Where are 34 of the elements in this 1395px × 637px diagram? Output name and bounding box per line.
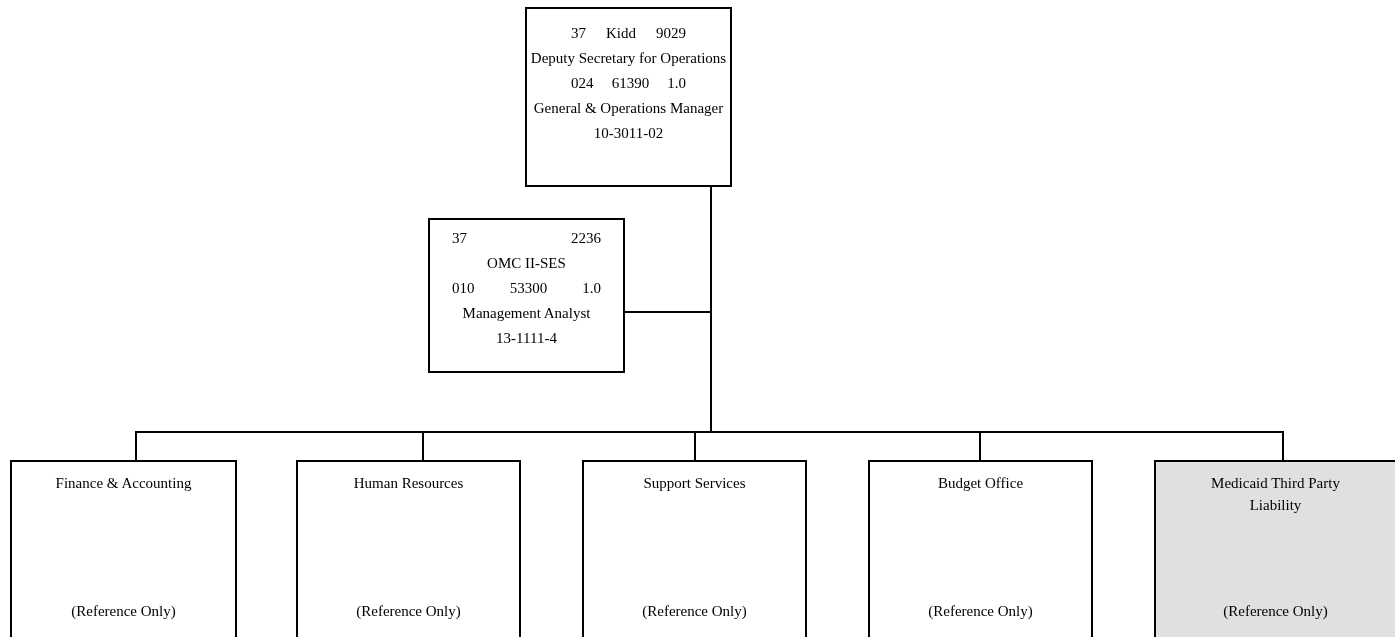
position-text: 53300 [509, 279, 548, 298]
department-box [868, 460, 1093, 637]
position-text: Kidd [606, 24, 636, 43]
department-box [582, 460, 807, 637]
position-text: 010 [452, 279, 475, 298]
position-text: 1.0 [667, 74, 686, 93]
department-box [296, 460, 521, 637]
department-name: Finance & Accounting [54, 474, 193, 493]
position-text: 10-3011-02 [593, 124, 664, 143]
department-box [10, 460, 237, 637]
position-text: 024 [571, 74, 594, 93]
department-name: Human Resources [352, 474, 465, 493]
position-text: 1.0 [582, 279, 601, 298]
position-text: 2236 [571, 229, 601, 248]
department-name: Medicaid Third Party Liability [1210, 474, 1341, 515]
position-text: Deputy Secretary for Operations [530, 49, 727, 68]
reference-note: (Reference Only) [641, 602, 748, 621]
department-box [1154, 460, 1395, 637]
reference-note: (Reference Only) [70, 602, 177, 621]
position-box [525, 7, 732, 187]
position-text: 37 [452, 229, 467, 248]
position-text: 37 [571, 24, 586, 43]
reference-note: (Reference Only) [355, 602, 462, 621]
reference-note: (Reference Only) [927, 602, 1034, 621]
department-name: Budget Office [936, 474, 1025, 493]
department-name: Support Services [642, 474, 747, 493]
position-box [428, 218, 625, 373]
position-text: Management Analyst [462, 304, 591, 323]
position-text: General & Operations Manager [533, 99, 724, 118]
position-text: 61390 [611, 74, 650, 93]
position-text: OMC II-SES [487, 254, 566, 273]
position-text: 13-1111-4 [496, 329, 557, 348]
position-text: 9029 [656, 24, 686, 43]
reference-note: (Reference Only) [1222, 602, 1329, 621]
